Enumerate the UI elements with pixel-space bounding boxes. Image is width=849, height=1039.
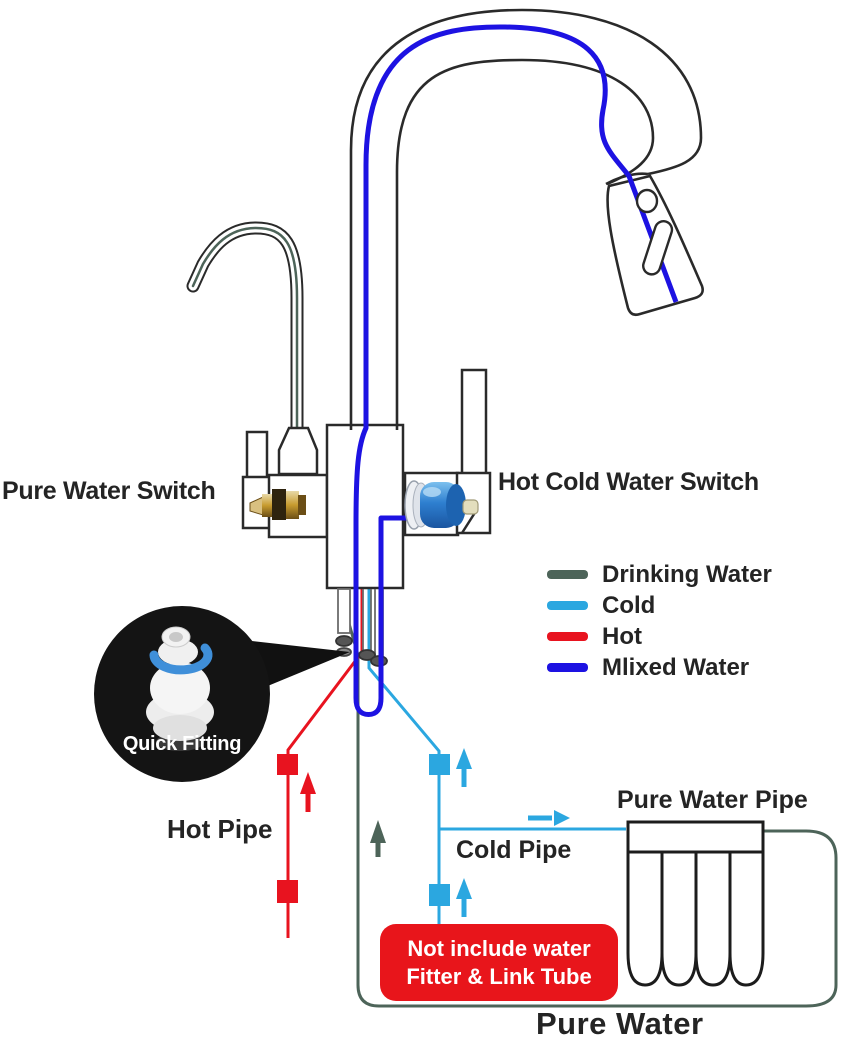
cold-flow-right-arrow [528,810,570,826]
mixed-water-swatch [547,663,588,672]
spray-button-oblong [642,220,674,276]
drinking-flow-up-arrow [370,820,386,857]
hot-cold-water-switch-label: Hot Cold Water Switch [498,468,759,496]
legend-row-hot: Hot [547,621,772,652]
mixer-cartridge [404,480,479,530]
cold-flow-up-arrow [456,748,472,787]
pure-water-switch-label: Pure Water Switch [2,477,216,505]
cold-swatch [547,601,588,610]
fitting-blue-ring [149,643,213,675]
hot-swatch [547,632,588,641]
legend-label: Hot [602,622,642,650]
legend-row-drinking-water: Drinking Water [547,559,772,590]
filter-cartridge [694,852,732,987]
spray-button-round [635,188,659,214]
legend-label: Drinking Water [602,560,772,588]
valve-block-notch [460,510,478,534]
cold-pipe-fitting-square [429,884,450,906]
pure-water-label: Pure Water [536,1006,704,1039]
pure-water-spout [186,221,319,476]
filter-head [626,820,765,854]
spray-head-buttons [635,188,674,276]
hot-pipe-fitting-square [277,880,298,903]
pure-water-pipe-label: Pure Water Pipe [617,786,808,814]
legend-label: Cold [602,591,656,619]
hot-flow-up-arrow [300,772,316,812]
cold-pipe-fitting-square [429,754,450,775]
drinking-water-swatch [547,570,588,579]
pipe-color-legend: Drinking Water Cold Hot Mlixed Water [547,559,772,683]
cartridge-nub [462,499,479,515]
faucet-column [325,423,405,590]
quick-fitting-callout [94,606,350,782]
legend-row-cold: Cold [547,590,772,621]
badge-line-1: Not include water [407,935,591,961]
spout-base [277,426,319,476]
legend-label: Mlixed Water [602,653,750,681]
pure-water-switch-cartridge [249,489,306,520]
hot-pipe-fitting-square [277,754,298,775]
water-filter [626,820,765,987]
drinking-water-pipe-line [297,433,838,1008]
quick-fitting-label: Quick Fitting [122,733,242,755]
faucet-body [241,368,492,590]
mixed-water-line [353,24,679,717]
badge-line-2: Fitter & Link Tube [406,963,592,989]
cold-pipe-label: Cold Pipe [456,836,572,864]
filter-cartridge [728,852,765,987]
filter-cartridge [660,852,698,987]
cold-flow-up-arrow [456,878,472,917]
filter-cartridge [626,852,664,987]
callout-pointer [252,641,350,690]
pure-water-switch-handle [245,430,269,484]
mixer-handle [460,368,488,476]
legend-row-mixed-water: Mlixed Water [547,652,772,683]
hot-pipe-label: Hot Pipe [167,814,273,844]
not-included-badge: Not include water Fitter & Link Tube [380,924,618,1001]
